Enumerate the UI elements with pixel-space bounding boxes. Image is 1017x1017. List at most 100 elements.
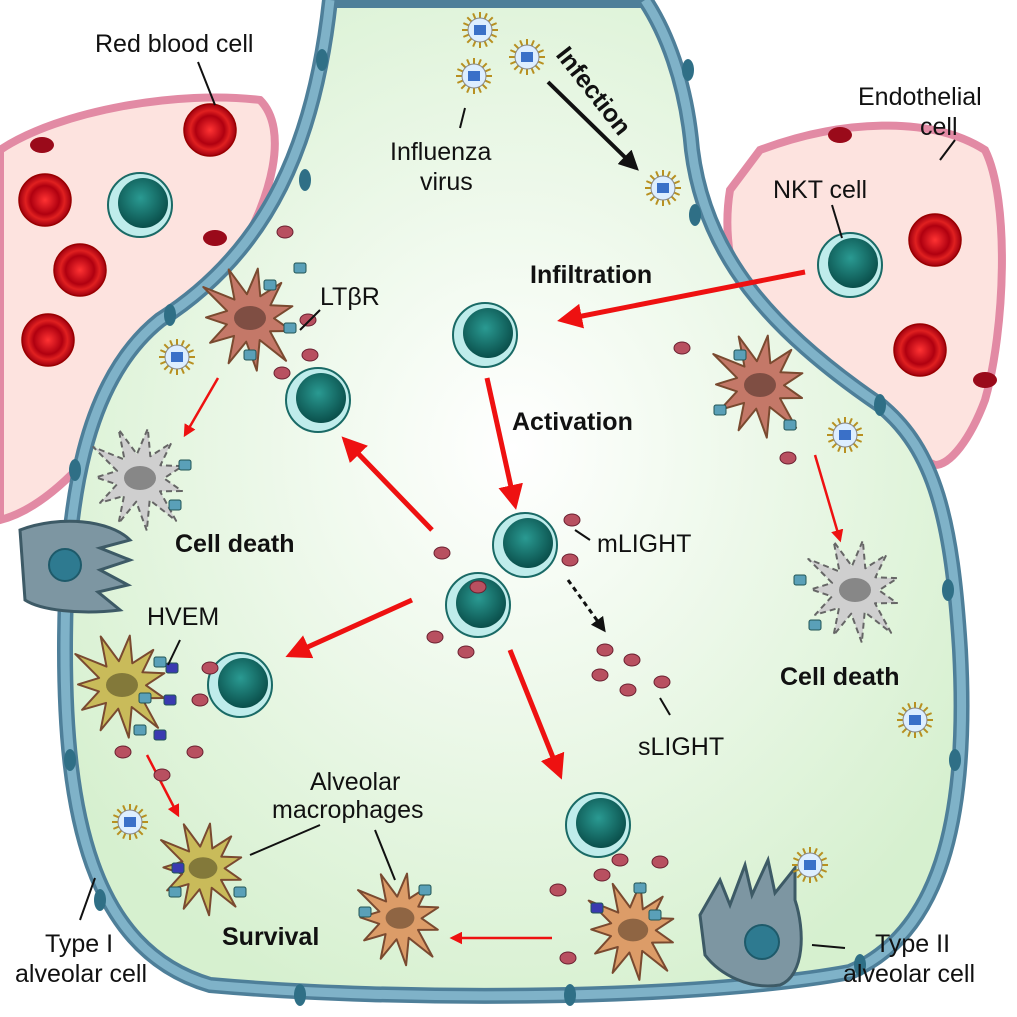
t-cell-nucleus	[118, 178, 168, 228]
virus-spike	[922, 706, 929, 713]
activation-arrow	[484, 377, 523, 510]
virus-spike	[116, 808, 123, 815]
receptor	[358, 906, 372, 918]
epithelium-nucleus	[294, 984, 306, 1006]
light-trimer	[114, 745, 132, 759]
virus-spike	[901, 727, 908, 734]
light-trimer	[301, 348, 319, 362]
virus-spike	[460, 83, 467, 90]
red-blood-cell	[53, 243, 107, 297]
receptor	[733, 349, 747, 361]
death-arrow-right	[813, 454, 844, 543]
virus-spike	[462, 22, 470, 27]
label-mlight: mLIGHT	[597, 530, 691, 558]
virus-spike	[796, 851, 803, 858]
virus-spike	[180, 339, 185, 347]
light-trimer	[457, 645, 475, 659]
virus-spike	[655, 198, 660, 206]
light-trimer	[623, 653, 641, 667]
virus-spike	[456, 79, 464, 84]
receptor	[283, 322, 297, 334]
virus-spike	[848, 417, 853, 425]
t-cell	[817, 232, 883, 298]
label-cell-death-left: Cell death	[175, 530, 294, 558]
virus-spike	[169, 339, 174, 347]
light-trimer	[469, 580, 487, 594]
receptor	[648, 909, 662, 921]
dead-macrophage	[92, 427, 184, 532]
light-trimer	[596, 643, 614, 657]
virus-spike	[513, 64, 520, 71]
virus-spike	[813, 847, 818, 855]
receptor	[633, 882, 647, 894]
label-endothelial-2: cell	[920, 113, 958, 141]
arrow-to-hvem-cell	[285, 597, 414, 659]
epithelium-nucleus	[564, 984, 576, 1006]
influenza-virus	[456, 58, 492, 94]
virus-spike	[159, 360, 167, 365]
virus-spike	[855, 427, 863, 432]
endothelial-nucleus	[828, 127, 852, 143]
virus-core	[468, 71, 480, 81]
virus-spike	[537, 60, 545, 65]
macrophage-nucleus	[385, 907, 415, 929]
light-trimer	[619, 683, 637, 697]
t-cell	[452, 302, 518, 368]
influenza-virus	[827, 417, 863, 453]
virus-spike	[462, 33, 470, 38]
influenza-virus	[159, 339, 195, 375]
light-trimer	[191, 693, 209, 707]
receptor	[133, 724, 147, 736]
virus-spike	[133, 804, 138, 812]
virus-spike	[901, 706, 908, 713]
virus-spike	[122, 832, 127, 840]
death-arrow-left	[183, 377, 220, 438]
leader-line	[831, 204, 843, 239]
leader-line	[197, 61, 216, 106]
red-blood-cell	[21, 313, 75, 367]
virus-spike	[466, 58, 471, 66]
t-cell	[445, 572, 511, 638]
light-trimer	[549, 883, 567, 897]
virus-spike	[483, 40, 488, 48]
survival-arrow	[145, 754, 180, 818]
receptor	[783, 419, 797, 431]
label-endothelial-1: Endothelial	[858, 83, 982, 111]
receptor	[168, 499, 182, 511]
t-cell-nucleus	[218, 658, 268, 708]
virus-core	[804, 860, 816, 870]
influenza-virus	[462, 12, 498, 48]
virus-spike	[472, 40, 477, 48]
macrophage-body	[587, 882, 675, 981]
leader-line	[939, 139, 956, 161]
red-blood-cell	[893, 323, 947, 377]
macrophage-nucleus	[744, 373, 776, 397]
red-blood-cell	[18, 173, 72, 227]
virus-core	[474, 25, 486, 35]
virus-spike	[509, 60, 517, 65]
label-cell-death-right: Cell death	[780, 663, 899, 691]
epithelium-nucleus	[854, 954, 866, 976]
virus-spike	[666, 198, 671, 206]
receptor	[293, 262, 307, 274]
virus-spike	[140, 814, 148, 819]
virus-spike	[848, 445, 853, 453]
virus-spike	[137, 808, 144, 815]
virus-spike	[655, 170, 660, 178]
label-type1-2: alveolar cell	[15, 960, 147, 988]
dead-macrophage	[807, 539, 899, 644]
leader-line	[299, 309, 321, 331]
macrophage-nucleus	[188, 857, 218, 879]
virus-core	[839, 430, 851, 440]
receptor	[153, 656, 167, 668]
macrophage-nucleus	[124, 466, 156, 490]
virus-spike	[163, 343, 170, 350]
receptor	[163, 694, 177, 706]
receptor	[590, 902, 604, 914]
epithelium-nucleus	[949, 749, 961, 771]
t-cell-nucleus	[576, 798, 626, 848]
light-trimer	[593, 868, 611, 882]
virus-spike	[466, 86, 471, 94]
light-trimer	[426, 630, 444, 644]
t-cell-nucleus	[503, 518, 553, 568]
